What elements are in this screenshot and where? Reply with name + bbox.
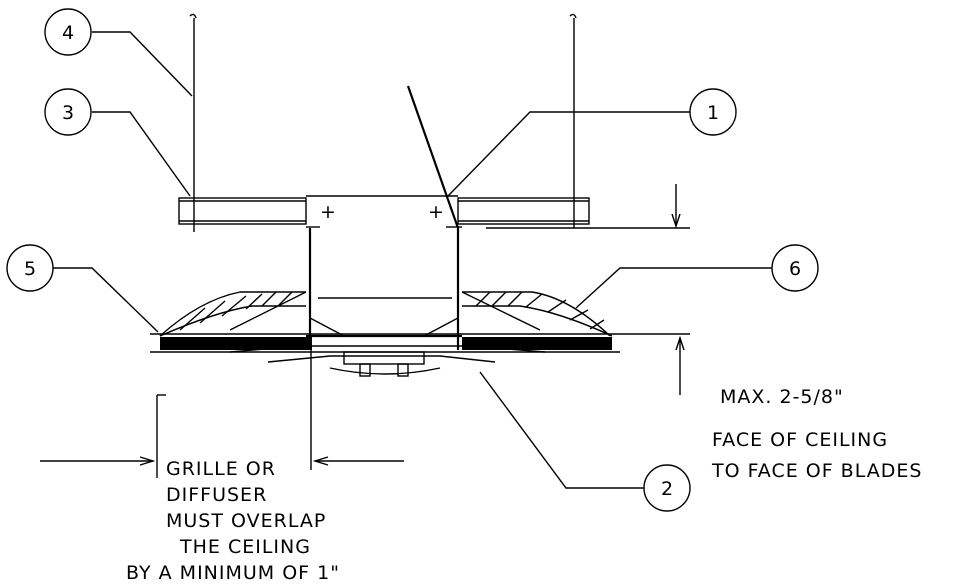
leader-5 xyxy=(52,267,159,333)
plus-mark-right: + xyxy=(428,201,445,223)
face-of-blades-label: TO FACE OF BLADES xyxy=(711,460,922,482)
callout-5: 5 xyxy=(6,244,54,292)
leader-3 xyxy=(92,111,191,197)
max-dimension-label: MAX. 2-5/8" xyxy=(720,386,844,408)
callout-1-label: 1 xyxy=(707,102,719,124)
support-wire xyxy=(406,85,460,229)
callout-4-label: 4 xyxy=(62,22,74,44)
support-channel xyxy=(178,195,590,225)
callout-6: 6 xyxy=(771,244,819,292)
leader-1 xyxy=(447,111,690,197)
callout-6-label: 6 xyxy=(789,258,801,280)
callout-4: 4 xyxy=(44,8,92,56)
dimension-top-arrow xyxy=(486,184,690,229)
leader-2 xyxy=(479,371,644,489)
hanger-rod-left xyxy=(189,13,197,232)
insulation-blanket xyxy=(159,291,613,337)
dimension-bottom-arrow xyxy=(620,333,690,395)
overlap-note-line-2: DIFFUSER xyxy=(166,484,267,506)
plus-mark-left: + xyxy=(320,201,337,223)
hanger-rod-right xyxy=(569,13,577,228)
callout-3: 3 xyxy=(44,88,92,136)
callout-1: 1 xyxy=(689,88,737,136)
duct-neck xyxy=(306,226,462,350)
leader-6 xyxy=(575,267,772,309)
face-of-ceiling-label: FACE OF CEILING xyxy=(712,429,888,451)
callout-2-label: 2 xyxy=(661,478,673,500)
overlap-dimension xyxy=(40,346,404,478)
overlap-note-line-5: BY A MINIMUM OF 1" xyxy=(126,562,340,584)
callout-3-label: 3 xyxy=(62,102,74,124)
callout-2: 2 xyxy=(643,464,691,512)
overlap-note-line-1: GRILLE OR xyxy=(166,458,276,480)
diffuser-face xyxy=(229,317,546,377)
callout-5-label: 5 xyxy=(24,258,36,280)
overlap-note-line-4: THE CEILING xyxy=(179,536,311,558)
leader-4 xyxy=(92,31,193,97)
overlap-note-line-3: MUST OVERLAP xyxy=(166,510,326,532)
